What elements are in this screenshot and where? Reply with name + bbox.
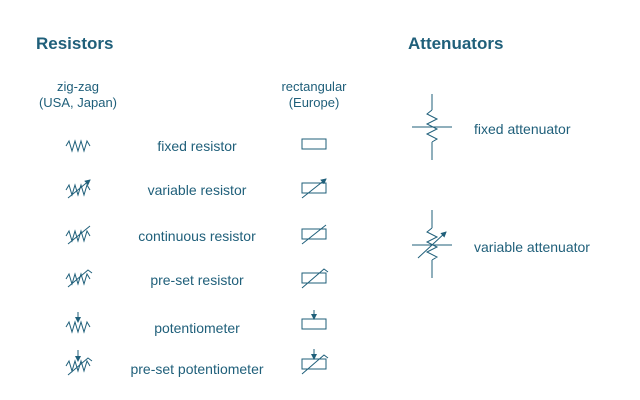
- zigzag-header-line2: (USA, Japan): [38, 95, 118, 110]
- potentiometer-rect-icon: [301, 310, 327, 330]
- rect-column-header: rectangular (Europe): [249, 79, 379, 111]
- fixed-attenuator-icon: [412, 94, 452, 160]
- continuous-resistor-zigzag-icon: [65, 225, 91, 245]
- label-variable-resistor: variable resistor: [147, 182, 247, 198]
- preset-resistor-rect-icon: [301, 268, 329, 289]
- label-preset-resistor: pre-set resistor: [150, 272, 244, 288]
- zigzag-header-line1: zig-zag: [57, 79, 99, 94]
- label-potentiometer: potentiometer: [154, 320, 240, 336]
- label-variable-attenuator: variable attenuator: [474, 239, 590, 255]
- preset-resistor-zigzag-icon: [65, 269, 93, 288]
- label-preset-potentiometer: pre-set potentiometer: [130, 361, 264, 377]
- resistors-title: Resistors: [36, 34, 114, 53]
- preset-potentiometer-zigzag-icon: [65, 350, 93, 376]
- variable-resistor-rect-icon: [301, 178, 327, 199]
- rect-header-line1: rectangular: [281, 79, 347, 94]
- label-continuous-resistor: continuous resistor: [138, 228, 256, 244]
- potentiometer-zigzag-icon: [65, 312, 91, 334]
- rect-header-line2: (Europe): [288, 95, 340, 110]
- fixed-resistor-zigzag-icon: [65, 139, 91, 153]
- zigzag-column-header: zig-zag (USA, Japan): [13, 79, 143, 111]
- attenuators-title: Attenuators: [408, 34, 504, 53]
- preset-potentiometer-rect-icon: [301, 349, 329, 375]
- fixed-resistor-rect-icon: [301, 138, 327, 150]
- variable-resistor-zigzag-icon: [65, 179, 91, 199]
- variable-attenuator-icon: [412, 210, 452, 278]
- label-fixed-resistor: fixed resistor: [157, 138, 237, 154]
- label-fixed-attenuator: fixed attenuator: [474, 121, 571, 137]
- continuous-resistor-rect-icon: [301, 224, 327, 245]
